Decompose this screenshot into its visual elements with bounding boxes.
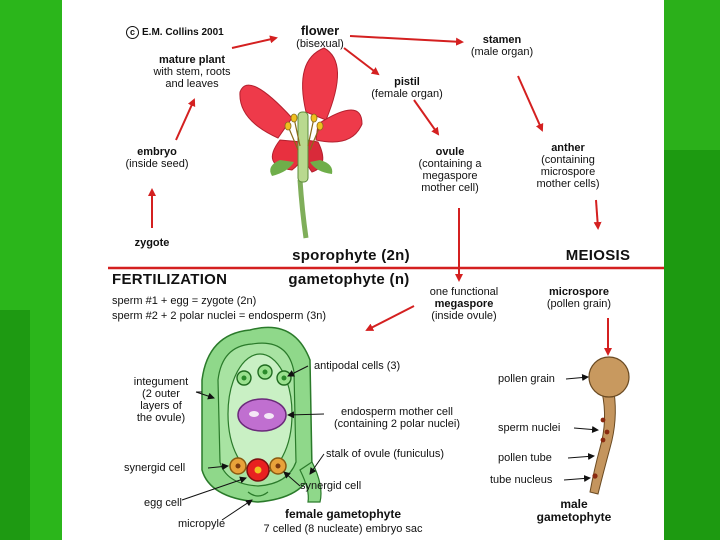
pollen-drawing (588, 356, 630, 495)
megaspore-label: one functional megaspore (inside ovule) (429, 286, 499, 322)
funiculus-label: stalk of ovule (funiculus) (326, 448, 444, 460)
arrow-flower-to-stamen (349, 35, 464, 46)
female-gametophyte-drawing (201, 326, 322, 503)
arrow-stamen-to-anther (517, 75, 544, 132)
diagram-graphics (108, 35, 664, 521)
flower-sepal (270, 160, 294, 176)
sporophyte-label: sporophyte (2n) (292, 247, 410, 264)
arrow-pistil-to-ovule (413, 99, 440, 136)
meiosis-label: MEIOSIS (565, 247, 631, 264)
fertilization-equation-1: sperm #1 + egg = zygote (2n) (112, 295, 257, 307)
arrow-flower-to-pistil (343, 47, 380, 76)
fertilization-label: FERTILIZATION (112, 271, 228, 288)
anther-dot (284, 121, 292, 131)
flower-petal (239, 84, 293, 139)
flower-sepal (310, 160, 333, 174)
anther-dot (316, 121, 324, 131)
female-gametophyte-title: female gametophyte (284, 507, 402, 521)
flower-drawing (239, 47, 363, 239)
embryo-label: embryo (inside seed) (125, 146, 189, 170)
tube-nucleus-label: tube nucleus (490, 474, 553, 486)
arrow-megaspore-to-female (365, 305, 415, 331)
pollen-grain-label: pollen grain (498, 373, 555, 385)
anther-label: anther (containing microspore mother cel… (536, 142, 600, 190)
copyright-symbol: c (126, 26, 139, 39)
flower-petal (302, 47, 338, 121)
zygote-label: zygote (134, 237, 170, 249)
arrow-anther-to-meiosis (593, 199, 602, 230)
pollen-tube (589, 391, 616, 495)
mature-plant-label: mature plant with stem, roots and leaves (153, 54, 231, 90)
fertilization-equation-2: sperm #2 + 2 polar nuclei = endosperm (3… (112, 310, 327, 322)
pistil-label: pistil (female organ) (371, 76, 443, 100)
arrow-plant-to-flower (231, 35, 278, 49)
pollen-grain-body (588, 356, 630, 398)
egg-cell-label: egg cell (144, 497, 182, 509)
sperm-nuclei-label: sperm nuclei (498, 422, 561, 434)
copyright-text: E.M. Collins 2001 (142, 27, 224, 38)
micropyle-label: micropyle (178, 518, 226, 530)
synergid-cell-right-label: synergid cell (300, 480, 362, 492)
sperm-nucleus (600, 437, 606, 443)
sperm-nucleus (600, 417, 606, 423)
background-right-band-dark (664, 150, 720, 540)
endosperm-mother-cell (237, 398, 287, 432)
synergid-cell-left-label: synergid cell (124, 462, 186, 474)
ovule-label: ovule (containing a megaspore mother cel… (418, 146, 482, 194)
antipodal-cells-label: antipodal cells (3) (314, 360, 401, 372)
anther-dot (310, 113, 318, 123)
background-left-band-dark (0, 310, 30, 540)
female-gametophyte-subtitle: 7 celled (8 nucleate) embryo sac (263, 523, 423, 535)
male-gametophyte-title: male gametophyte (536, 497, 612, 524)
stamen-label: stamen (male organ) (470, 34, 534, 58)
arrow-embryo-to-plant (175, 98, 196, 141)
microspore-label: microspore (pollen grain) (546, 286, 612, 310)
pollen-tube-label: pollen tube (498, 452, 552, 464)
micropyle (247, 491, 269, 497)
integument-label: integument (2 outer layers of the ovule) (133, 376, 189, 424)
anther-dot (290, 113, 298, 123)
flower-stem (297, 179, 309, 239)
pistil-column (297, 111, 309, 183)
flower-label: flower (bisexual) (296, 23, 344, 51)
endosperm-mother-cell-label: endosperm mother cell (containing 2 pola… (334, 406, 460, 430)
tube-nucleus (592, 473, 598, 479)
flower-petal (315, 109, 363, 143)
gametophyte-label: gametophyte (n) (288, 271, 410, 288)
sperm-nucleus (604, 429, 610, 435)
